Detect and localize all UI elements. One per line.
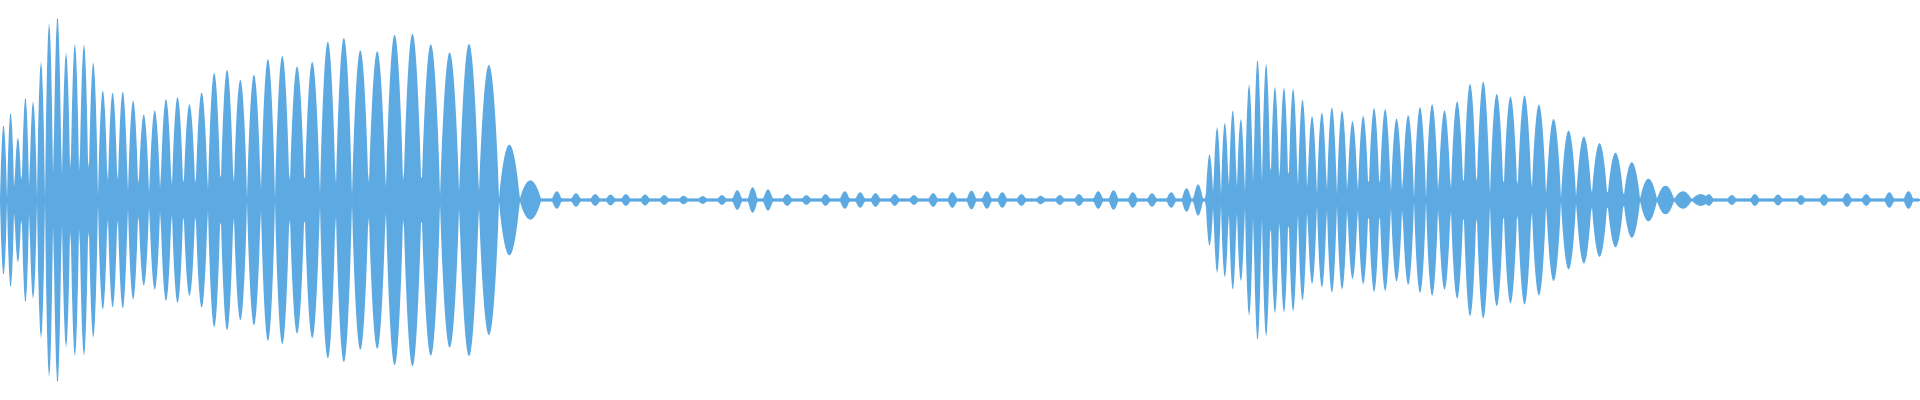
- waveform-signal: [0, 18, 1919, 382]
